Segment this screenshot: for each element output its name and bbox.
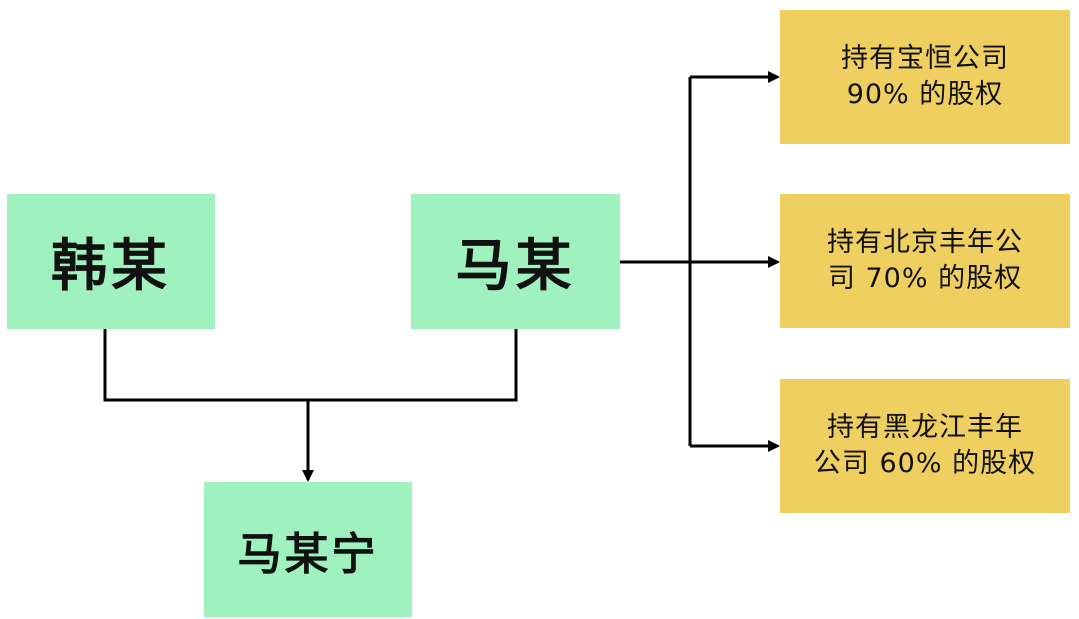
person-box-ma: 马某 bbox=[411, 194, 620, 329]
holding-line-1: 持有黑龙江丰年 bbox=[827, 412, 1023, 443]
holding-line-2: 90% 的股权 bbox=[846, 79, 1004, 110]
person-name-ma: 马某 bbox=[455, 234, 576, 299]
holding-line-1: 持有北京丰年公 bbox=[827, 227, 1023, 258]
father-down-line bbox=[308, 329, 518, 402]
person-name-child: 马某宁 bbox=[237, 528, 379, 580]
mother-down-line bbox=[103, 329, 308, 402]
holding-line-2: 公司 60% 的股权 bbox=[813, 448, 1037, 479]
person-box-han: 韩某 bbox=[7, 194, 215, 329]
holding-line-1: 持有宝恒公司 bbox=[841, 43, 1009, 74]
holding-box-baoheng: 持有宝恒公司 90% 的股权 bbox=[780, 10, 1070, 144]
holding-box-heilongjiang-fengnian: 持有黑龙江丰年 公司 60% 的股权 bbox=[780, 379, 1070, 513]
holding-box-beijing-fengnian: 持有北京丰年公 司 70% 的股权 bbox=[780, 194, 1070, 328]
person-name-han: 韩某 bbox=[51, 234, 171, 299]
holding-line-2: 司 70% 的股权 bbox=[827, 263, 1023, 294]
person-box-child: 马某宁 bbox=[204, 482, 412, 617]
